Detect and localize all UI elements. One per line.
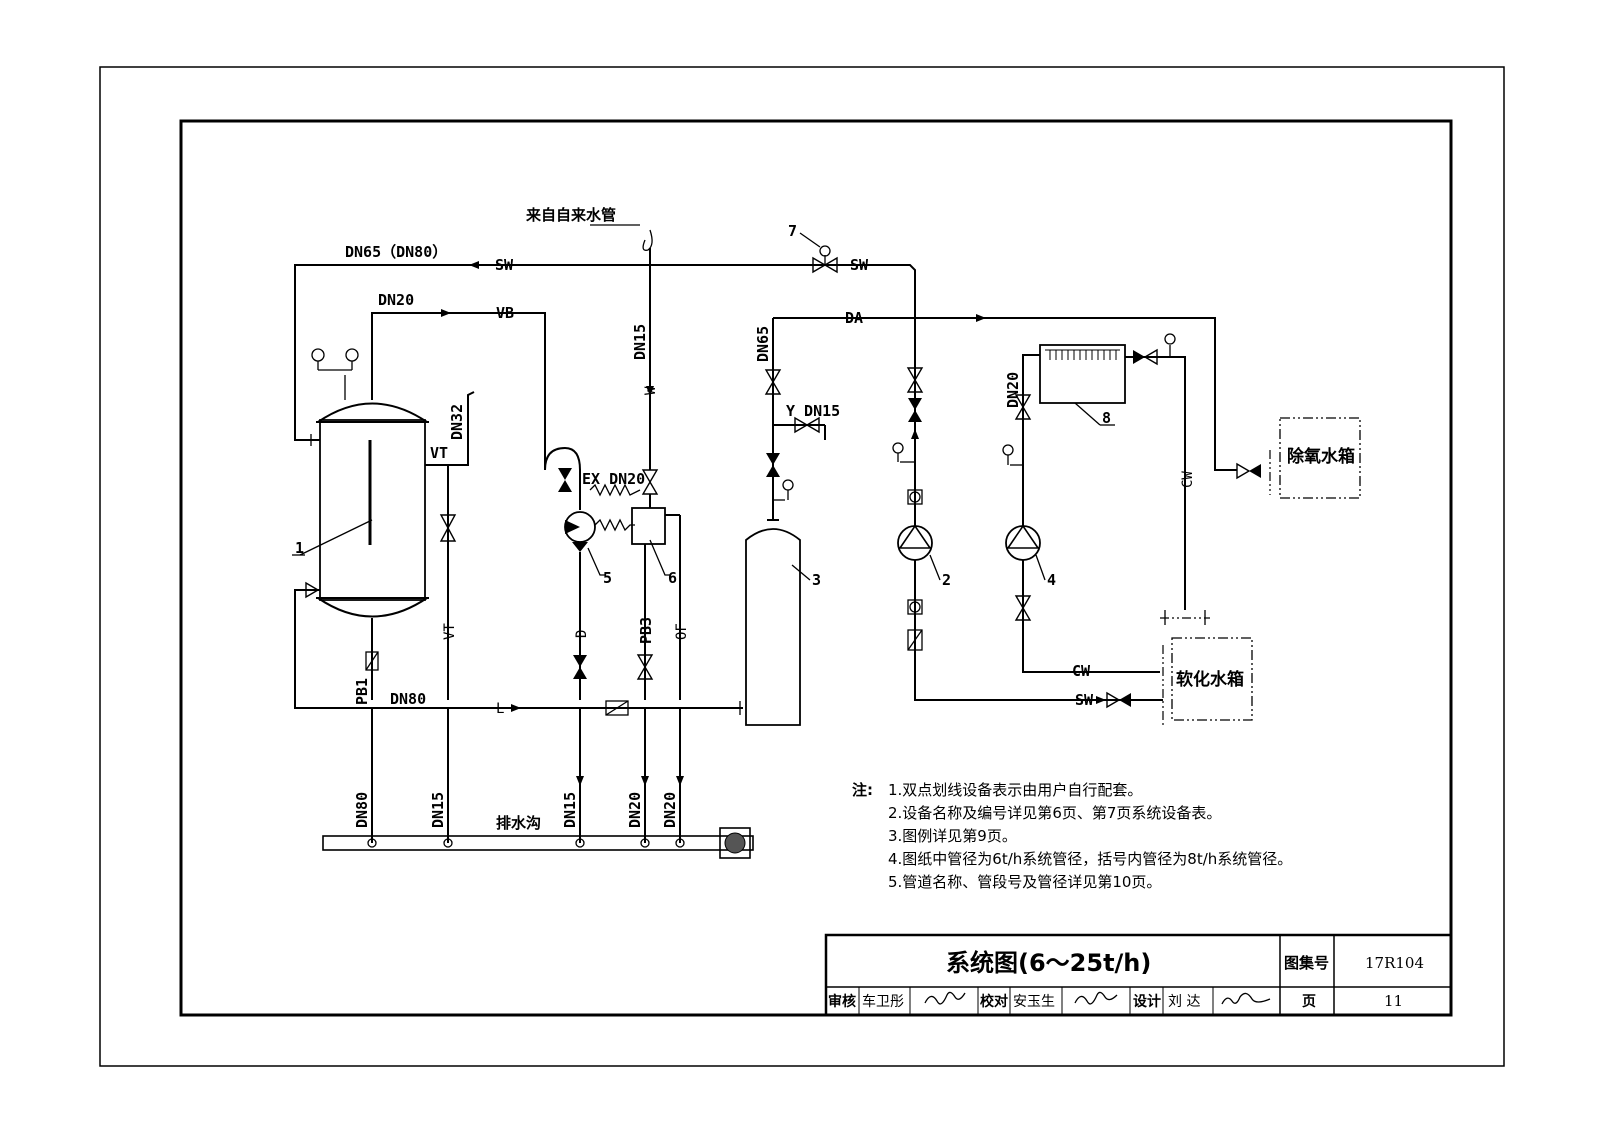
soft-water-tank: [1162, 637, 1253, 725]
vessel-1: [292, 348, 429, 700]
notes-prefix: 注:: [852, 781, 873, 799]
label-vt: VT: [430, 444, 448, 462]
label-ex-dn: EX DN20: [582, 470, 645, 488]
label-y-dn: Y DN15: [786, 402, 840, 420]
label-sw-bottom: SW: [1075, 691, 1094, 709]
label-pb1: PB1: [353, 678, 371, 705]
label-da: DA: [845, 309, 863, 327]
label-deaerator-tank: 除氧水箱: [1287, 446, 1355, 467]
review-name: 车卫彤: [862, 993, 904, 1010]
label-da-dn: DN65: [754, 326, 772, 362]
label-w-dn: DN15: [631, 324, 649, 360]
title-block: 系统图(6～25t/h) 图集号 17R104 审核 车卫彤 校对 安玉生 设计…: [824, 933, 1453, 1017]
label-l: L: [496, 701, 504, 717]
label-equipment-4: 4: [1047, 571, 1056, 589]
note-item: 5.管道名称、管段号及管径详见第10页。: [888, 873, 1161, 891]
label-city-water: 来自自来水管: [525, 206, 616, 224]
design-signature: [1221, 992, 1271, 1005]
tank-3: [745, 318, 811, 726]
check-signature: [1074, 991, 1118, 1005]
label-cw-vertical: CW: [1180, 471, 1196, 488]
note-item: 2.设备名称及编号详见第6页、第7页系统设备表。: [888, 804, 1221, 822]
label-dn32: DN32: [448, 404, 466, 440]
label-drain-dn20-a: DN20: [626, 792, 644, 828]
label-equipment-2: 2: [942, 571, 951, 589]
label-vb: VB: [496, 304, 514, 322]
review-signature: [924, 991, 966, 1005]
label-pb3: PB3: [637, 617, 655, 644]
label-equipment-1: 1: [295, 539, 304, 557]
label-drain-dn80: DN80: [353, 792, 371, 828]
label-valve-7: 7: [788, 222, 797, 240]
label-equipment-8: 8: [1102, 409, 1111, 427]
pump-2: [897, 524, 941, 581]
label-cw-bottom: CW: [1072, 662, 1091, 680]
label-drain-channel: 排水沟: [496, 814, 541, 832]
outer-frame: [99, 66, 1505, 1067]
drain-channel: [322, 827, 754, 859]
label-sw-right: SW: [850, 256, 869, 274]
pump-5: [564, 511, 605, 700]
label-sw-dn: DN65（DN80）: [345, 243, 447, 261]
label-dn20-8: DN20: [1004, 372, 1022, 408]
atlas-label: 图集号: [1284, 954, 1329, 972]
review-label: 审核: [828, 993, 856, 1010]
label-w: W: [643, 386, 659, 395]
label-soft-water-tank: 软化水箱: [1176, 669, 1244, 690]
pump-4: [1005, 524, 1046, 581]
design-name: 刘 达: [1168, 994, 1200, 1010]
label-equipment-5: 5: [603, 569, 612, 587]
design-label: 设计: [1133, 993, 1161, 1010]
label-of: OF: [674, 623, 690, 640]
label-l-dn: DN80: [390, 690, 426, 708]
label-equipment-3: 3: [812, 571, 821, 589]
check-label: 校对: [980, 993, 1008, 1010]
page-title: 系统图(6～25t/h): [946, 949, 1151, 977]
label-sw: SW: [495, 256, 514, 274]
unit-8: [1039, 344, 1126, 426]
note-item: 3.图例详见第9页。: [888, 827, 1017, 845]
page-number: 11: [1384, 992, 1403, 1010]
page-label: 页: [1302, 994, 1316, 1010]
label-vb-dn: DN20: [378, 291, 414, 309]
check-name: 安玉生: [1013, 994, 1055, 1010]
label-drain-dn20-b: DN20: [661, 792, 679, 828]
unit-6: [631, 507, 681, 700]
deaerator-tank: [1279, 417, 1361, 499]
note-item: 1.双点划线设备表示由用户自行配套。: [888, 781, 1142, 799]
inner-frame: [179, 119, 1453, 1017]
label-drain-dn15-a: DN15: [429, 792, 447, 828]
label-d: D: [574, 630, 590, 638]
label-equipment-6: 6: [668, 569, 677, 587]
label-vt-lower: VT: [442, 623, 458, 640]
note-item: 4.图纸中管径为6t/h系统管径，括号内管径为8t/h系统管径。: [888, 850, 1292, 868]
label-drain-dn15-b: DN15: [561, 792, 579, 828]
atlas-number: 17R104: [1365, 954, 1424, 972]
notes: 注: 1.双点划线设备表示由用户自行配套。 2.设备名称及编号详见第6页、第7页…: [852, 781, 1292, 891]
